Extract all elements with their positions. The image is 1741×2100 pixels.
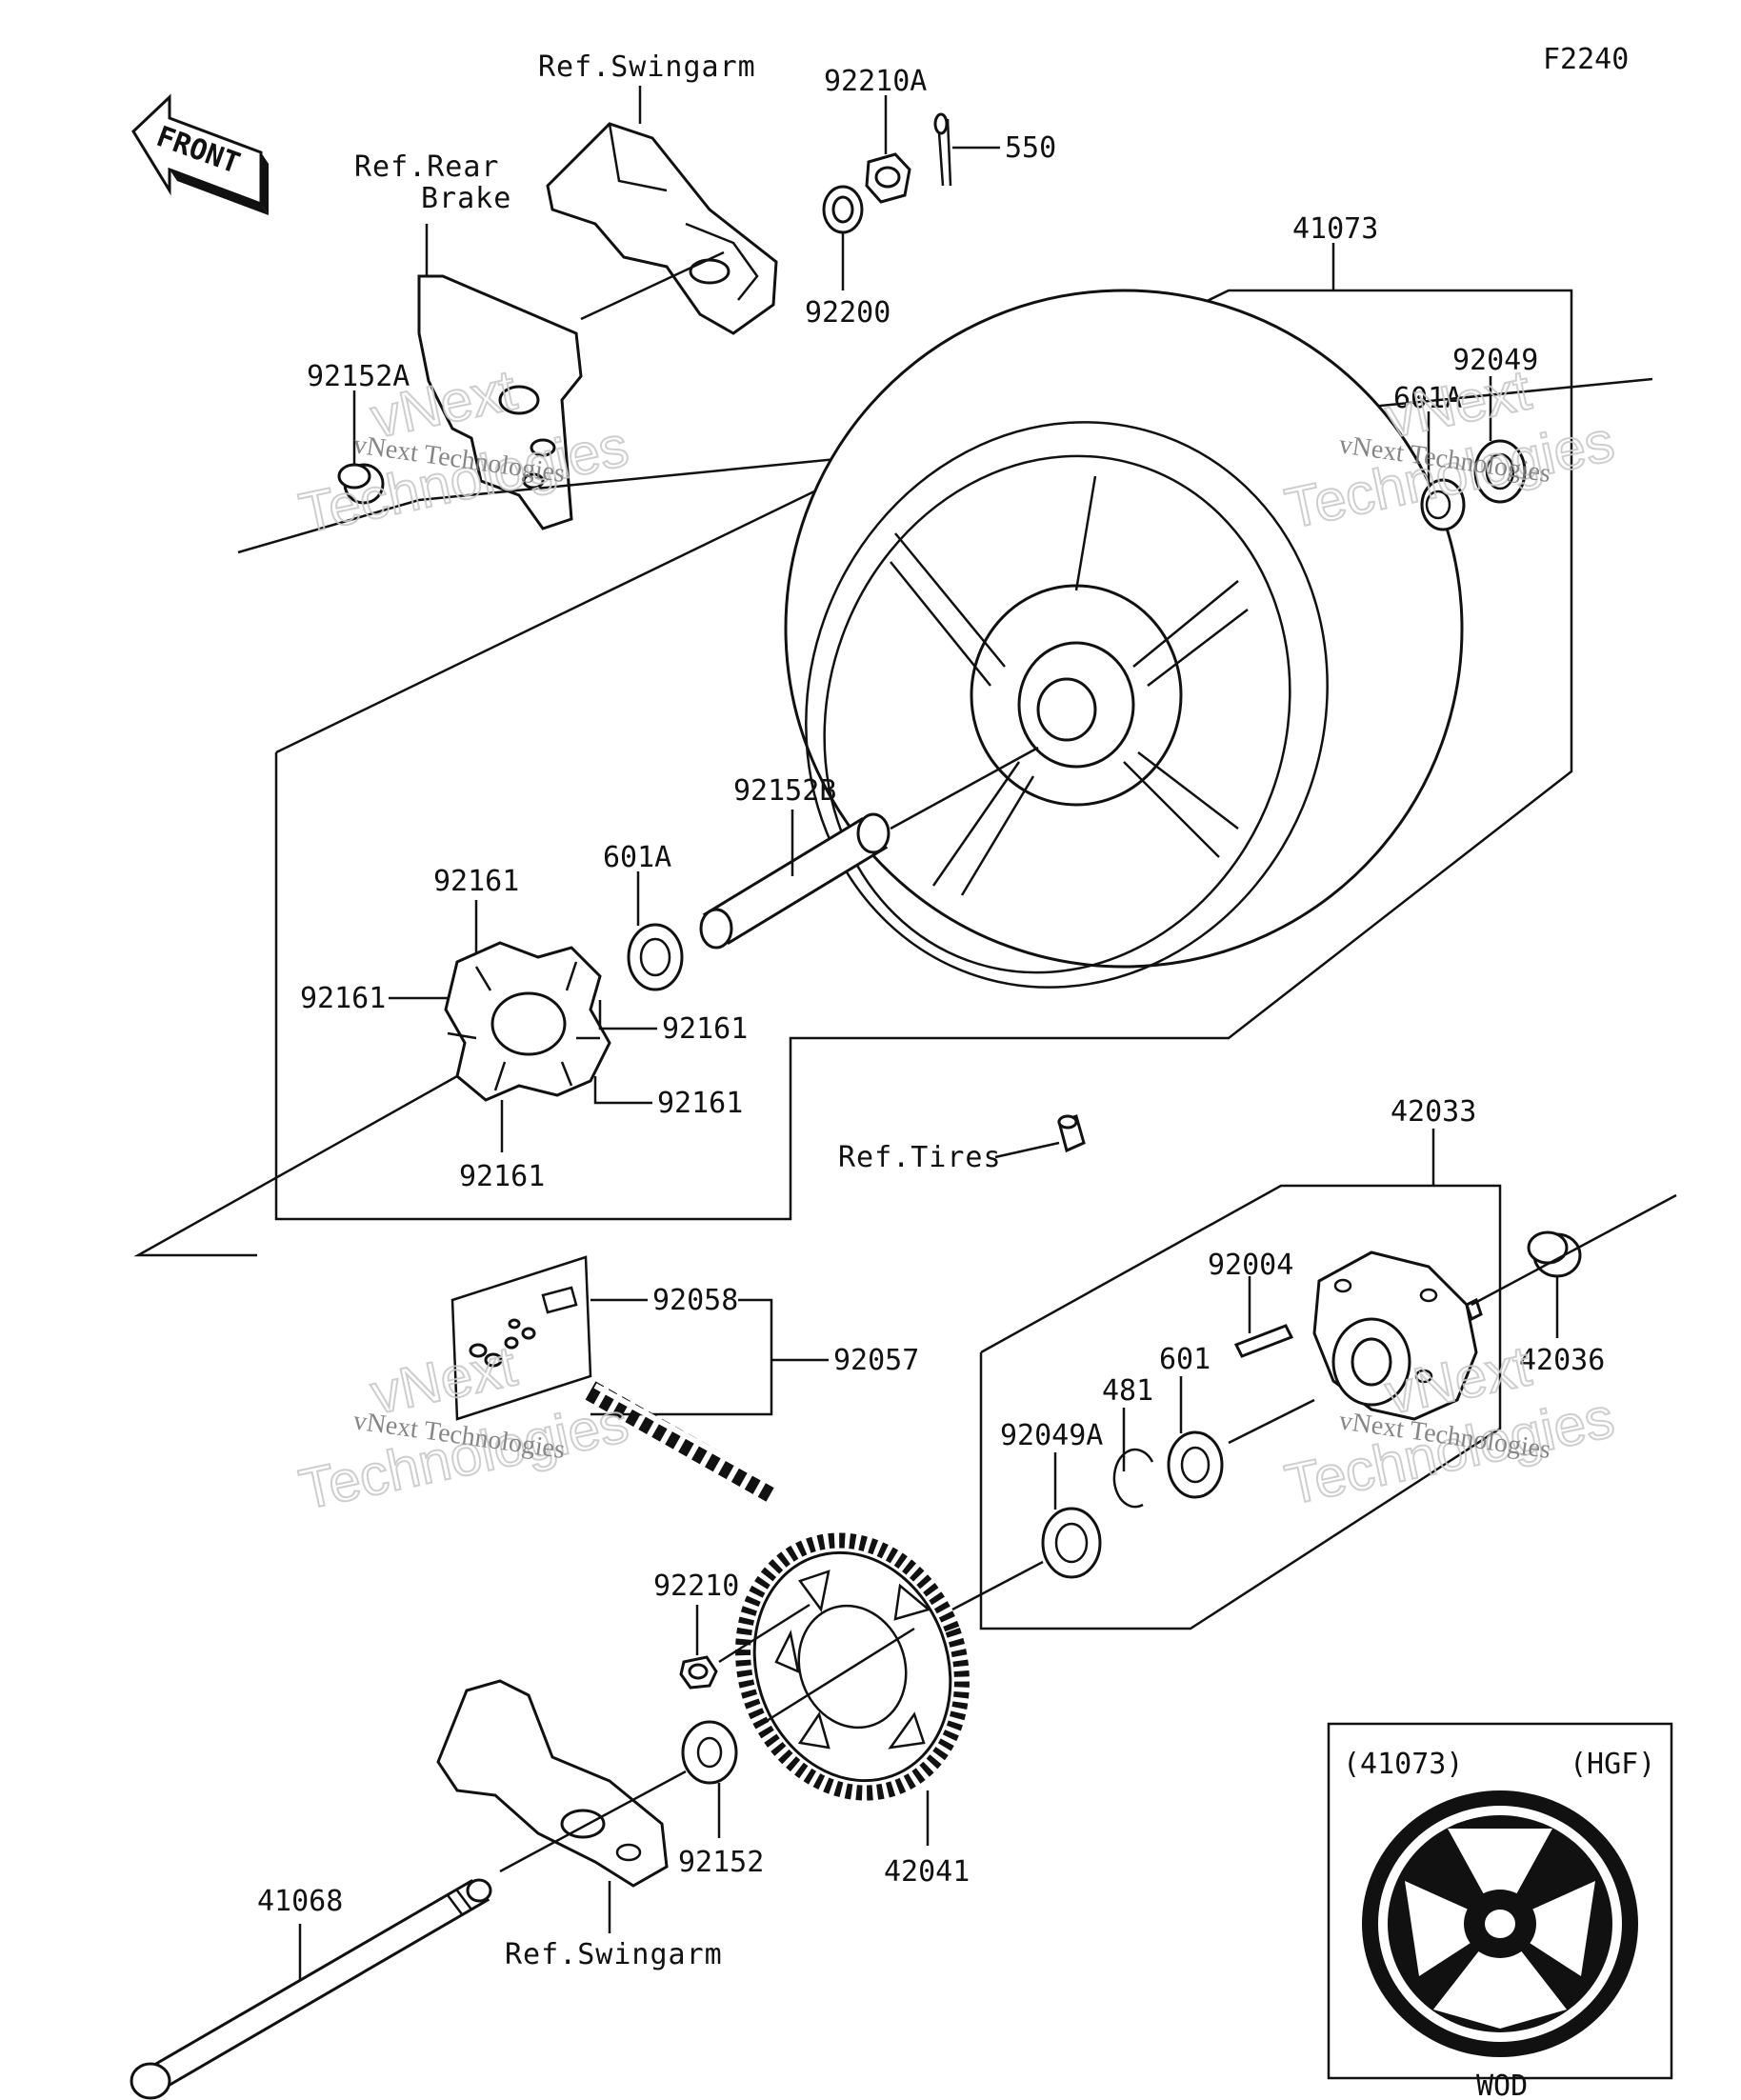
ref-rear-brake-2: Brake	[421, 182, 511, 215]
label-92152B: 92152B	[733, 774, 836, 808]
label-92161-right2: 92161	[657, 1087, 743, 1120]
inset-color-code: WOD	[1476, 2070, 1528, 2100]
chain-joint-kit-92058	[450, 1255, 592, 1421]
label-92004: 92004	[1208, 1249, 1293, 1282]
ref-swingarm-bottom: Ref.Swingarm	[505, 1938, 723, 1971]
ref-swingarm-top: Ref.Swingarm	[538, 50, 756, 84]
ref-rear-brake-1: Ref.Rear	[354, 150, 500, 184]
label-92161-left: 92161	[300, 982, 386, 1015]
label-550: 550	[1005, 131, 1056, 165]
cotter-pin-550	[933, 112, 952, 187]
label-92161-right1: 92161	[662, 1012, 748, 1046]
label-42036: 42036	[1519, 1344, 1605, 1377]
label-92152: 92152	[678, 1846, 764, 1879]
bearing-601A-left	[627, 923, 684, 991]
inset-part: (41073)	[1343, 1748, 1463, 1781]
label-42033: 42033	[1391, 1095, 1476, 1129]
figure-code: F2240	[1543, 43, 1629, 76]
drive-chain-92057	[585, 1381, 782, 1505]
label-92200: 92200	[805, 296, 891, 330]
sprocket-hub-42033	[1312, 1250, 1483, 1421]
ref-tires: Ref.Tires	[838, 1141, 1002, 1174]
stud-92004	[1233, 1324, 1294, 1358]
washer-92200	[822, 185, 864, 234]
rear-wheel-41073	[784, 289, 1464, 989]
rear-brake-bracket	[417, 274, 583, 530]
tire-valve	[1057, 1114, 1086, 1153]
collar-92152	[681, 1720, 738, 1785]
label-42041: 42041	[884, 1855, 970, 1889]
label-92049: 92049	[1452, 344, 1538, 377]
label-92210: 92210	[653, 1570, 739, 1603]
svg-text:Technologies: Technologies	[294, 1390, 634, 1521]
label-92152A: 92152A	[307, 360, 410, 393]
label-601A-right: 601A	[1393, 382, 1462, 415]
collar-92152B	[699, 812, 891, 950]
swingarm-top-bracket	[546, 122, 778, 335]
label-92210A: 92210A	[824, 65, 927, 98]
seal-92049A	[1041, 1507, 1102, 1579]
label-601: 601	[1159, 1343, 1211, 1376]
hub-assembly-outline	[979, 1184, 1502, 1630]
label-481: 481	[1102, 1374, 1153, 1408]
watermark-left-bottom: vNext Technologies vNext Technologies	[293, 1332, 635, 1522]
wheel-assembly-outline	[274, 289, 1573, 1221]
swingarm-bottom-bracket	[436, 1679, 669, 1888]
damper-92161	[444, 941, 611, 1102]
label-92057: 92057	[833, 1344, 919, 1377]
seal-92049	[1473, 439, 1527, 504]
label-92161-bottom: 92161	[459, 1160, 545, 1193]
nut-92210A	[865, 152, 911, 204]
variant-inset: (41073) (HGF) WOD	[1327, 1722, 1673, 2100]
bearing-601	[1167, 1430, 1224, 1499]
front-arrow-icon: FRONT	[131, 93, 269, 215]
inset-variant: (HGF)	[1570, 1748, 1655, 1781]
axle-41068	[130, 1878, 492, 2100]
bearing-601A-right	[1420, 478, 1466, 531]
collar-92152A	[337, 463, 385, 505]
label-92058: 92058	[652, 1284, 738, 1317]
label-601A-left: 601A	[603, 841, 671, 874]
label-41068: 41068	[257, 1885, 343, 1918]
label-41073: 41073	[1292, 212, 1378, 246]
circlip-481	[1112, 1448, 1154, 1509]
label-92049A: 92049A	[1000, 1419, 1103, 1452]
label-92161-top: 92161	[433, 865, 519, 898]
nut-92210	[679, 1655, 718, 1690]
